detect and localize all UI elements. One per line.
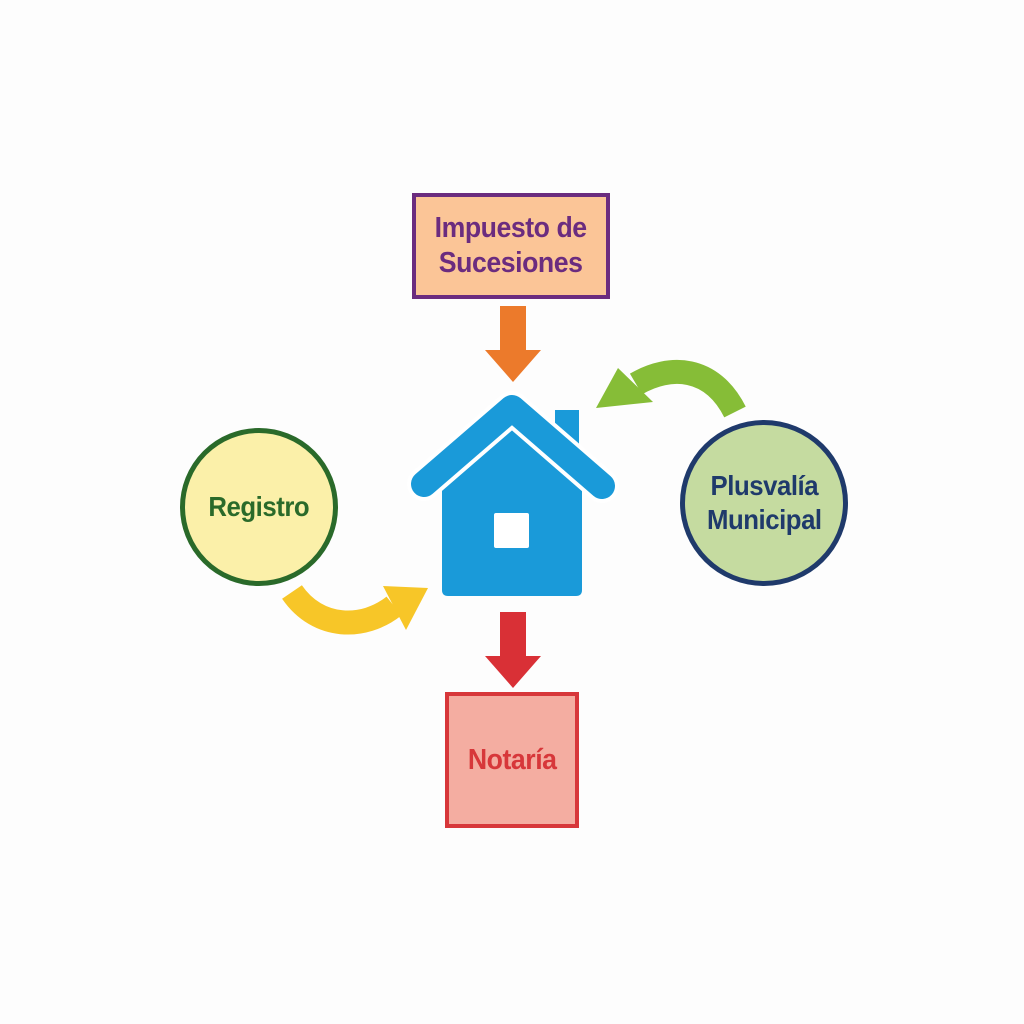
registro-label: Registro [208,491,310,523]
house-icon [407,391,619,596]
registro-circle: Registro [180,428,338,586]
arrow-impuesto-to-house [485,306,541,382]
arrow-registro-to-house [282,584,428,635]
house-window [494,513,529,548]
notaria-label: Notaría [467,743,557,776]
plusvalia-municipal-label: Plusvalía Municipal [706,470,822,535]
plusvalia-municipal-circle: Plusvalía Municipal [680,420,848,586]
notaria-box: Notaría [445,692,579,828]
impuesto-sucesiones-label: Impuesto de Sucesiones [434,212,588,279]
impuesto-sucesiones-box: Impuesto de Sucesiones [412,193,610,299]
arrow-plusvalia-to-house [596,360,746,418]
arrow-house-to-notaria [485,612,541,688]
